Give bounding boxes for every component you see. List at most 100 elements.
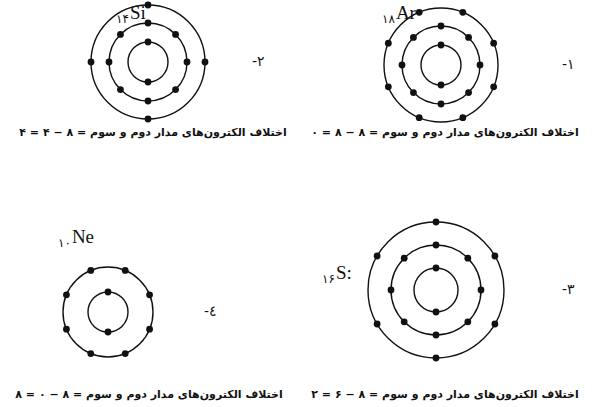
electron	[374, 321, 381, 328]
difference-caption: اختلاف الکترون‌های مدار دوم و سوم = ۸ − …	[8, 126, 298, 139]
electron	[416, 9, 423, 16]
difference-caption: اختلاف الکترون‌های مدار دوم و سوم = ۸ − …	[4, 388, 294, 401]
electron	[438, 42, 445, 49]
element-label: ۱۸Ar	[382, 2, 416, 24]
electron	[410, 89, 417, 96]
electron	[88, 59, 95, 66]
electron-shell	[91, 5, 205, 119]
electron	[490, 83, 497, 90]
difference-caption: اختلاف الکترون‌های مدار دوم و سوم = ۸ − …	[300, 126, 590, 139]
electron	[172, 31, 179, 38]
electron	[146, 291, 153, 298]
electron	[122, 350, 129, 357]
electron	[117, 86, 124, 93]
electron	[433, 355, 440, 362]
element-label: ۱۴Si	[116, 2, 146, 24]
electron	[105, 329, 112, 336]
atom-model	[384, 8, 498, 122]
electron	[146, 326, 153, 333]
atomic-number: ۱۸	[382, 12, 395, 26]
electron-shell	[402, 26, 480, 104]
atomic-number: ۱۰	[58, 236, 71, 250]
electron	[145, 98, 152, 105]
element-symbol: Ar	[396, 2, 416, 23]
electron-shell	[109, 23, 187, 101]
electron	[491, 253, 498, 260]
electron	[465, 89, 472, 96]
element-label: ۱۶S:	[322, 262, 352, 284]
electron	[433, 219, 440, 226]
electron	[464, 318, 471, 325]
electron	[477, 62, 484, 69]
electron	[106, 59, 113, 66]
electron	[202, 59, 209, 66]
element-symbol: Si	[130, 2, 146, 23]
option-number: -٤	[204, 302, 217, 320]
option-number: -٤	[204, 303, 217, 319]
electron	[401, 255, 408, 262]
element-symbol: Ne	[72, 226, 94, 247]
difference-caption: اختلاف الکترون‌های مدار دوم و سوم = ۸ − …	[300, 388, 590, 401]
electron	[464, 255, 471, 262]
atomic-number: ۱۶	[322, 272, 335, 286]
electron	[172, 86, 179, 93]
electron-shell	[414, 268, 458, 312]
electron-shell	[391, 245, 481, 335]
electron	[63, 326, 70, 333]
electron	[117, 31, 124, 38]
element-symbol: S:	[336, 262, 352, 283]
atom-model	[368, 219, 504, 362]
electron-shell	[421, 45, 461, 85]
electron	[87, 267, 94, 274]
electron	[433, 332, 440, 339]
electron	[385, 40, 392, 47]
electron	[105, 289, 112, 296]
electron	[401, 318, 408, 325]
difference-caption: اختلاف الکترون‌های مدار دوم و سوم = ۸ − …	[8, 126, 298, 139]
atom-model	[63, 267, 153, 357]
electron-shell	[368, 222, 504, 358]
electron	[374, 253, 381, 260]
option-number: -۳	[562, 280, 575, 298]
electron	[491, 321, 498, 328]
electron	[410, 34, 417, 41]
electron-shell	[128, 42, 168, 82]
electron	[490, 40, 497, 47]
electron	[385, 83, 392, 90]
electron	[122, 267, 129, 274]
electron	[438, 101, 445, 108]
electron	[438, 82, 445, 89]
electron	[459, 9, 466, 16]
option-number: -۱	[562, 55, 575, 73]
electron	[433, 242, 440, 249]
electron	[433, 309, 440, 316]
electron	[145, 39, 152, 46]
electron	[145, 116, 152, 123]
electron-shell	[88, 292, 128, 332]
electron	[63, 291, 70, 298]
electron	[438, 23, 445, 30]
difference-caption: اختلاف الکترون‌های مدار دوم و سوم = ۸ − …	[4, 388, 294, 401]
difference-caption: اختلاف الکترون‌های مدار دوم و سوم = ۸ − …	[300, 126, 590, 139]
option-number: -۳	[562, 281, 575, 297]
electron-shell	[384, 8, 498, 122]
electron	[87, 350, 94, 357]
electron	[399, 62, 406, 69]
electron	[459, 114, 466, 121]
electron	[184, 59, 191, 66]
electron	[416, 114, 423, 121]
difference-caption: اختلاف الکترون‌های مدار دوم و سوم = ۸ − …	[300, 388, 590, 401]
electron-shell	[63, 267, 153, 357]
electron	[388, 287, 395, 294]
atom-model	[88, 2, 209, 123]
element-label: ۱۰Ne	[58, 226, 94, 248]
electron	[433, 265, 440, 272]
electron	[478, 287, 485, 294]
electron	[465, 34, 472, 41]
option-number: -۲	[252, 52, 265, 70]
option-number: -۲	[252, 53, 265, 69]
electron	[145, 79, 152, 86]
option-number: -۱	[562, 56, 575, 72]
